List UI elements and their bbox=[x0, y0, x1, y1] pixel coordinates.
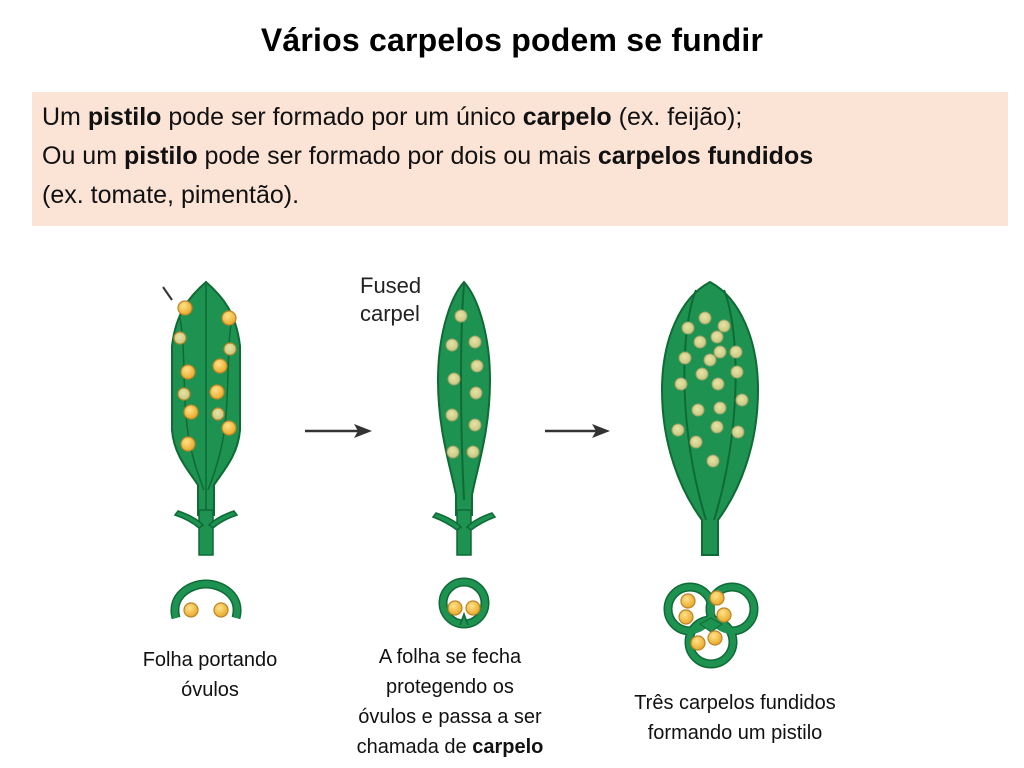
info-line-3: (ex. tomate, pimentão). bbox=[42, 181, 300, 209]
pistil-body bbox=[660, 280, 760, 556]
text: (ex. feijão); bbox=[611, 103, 743, 131]
page-title: Vários carpelos podem se fundir bbox=[260, 22, 764, 58]
pistil-cross-section bbox=[663, 582, 759, 669]
single-carpel bbox=[431, 280, 497, 629]
fused-carpel-label: Fused carpel bbox=[360, 272, 421, 328]
stem bbox=[198, 509, 214, 556]
info-line-1: Um pistilo pode ser formado por um único… bbox=[42, 98, 998, 137]
arrow-right-icon bbox=[305, 424, 372, 438]
text: Um bbox=[42, 103, 88, 131]
caption-line: óvulos bbox=[181, 679, 239, 701]
term-carpelo: carpelo bbox=[522, 103, 612, 131]
text: chamada de bbox=[356, 736, 473, 758]
caption-line: Três carpelos fundidos bbox=[634, 692, 836, 714]
caption-line: Folha portando bbox=[142, 649, 278, 671]
label-line: Fused bbox=[360, 273, 422, 298]
caption-leaf: Folha portando óvulos bbox=[115, 645, 305, 705]
caption-line: chamada de carpelo bbox=[330, 732, 570, 762]
open-leaf-carpel bbox=[162, 280, 242, 620]
term-pistilo: pistilo bbox=[123, 142, 198, 170]
caption-line: formando um pistilo bbox=[647, 722, 823, 744]
caption-carpel: A folha se fecha protegendo os óvulos e … bbox=[330, 642, 570, 762]
term-carpelo: carpelo bbox=[472, 736, 544, 758]
text: pode ser formado por dois ou mais bbox=[197, 142, 598, 170]
info-box: Um pistilo pode ser formado por um único… bbox=[32, 92, 1008, 226]
text: pode ser formado por um único bbox=[161, 103, 523, 131]
term-carpelos-fundidos: carpelos fundidos bbox=[597, 142, 814, 170]
info-line-2: Ou um pistilo pode ser formado por dois … bbox=[42, 137, 998, 176]
text: Ou um bbox=[42, 142, 124, 170]
ovules bbox=[445, 309, 484, 459]
caption-line: óvulos e passa a ser bbox=[358, 706, 542, 728]
ovules bbox=[173, 300, 237, 452]
label-line: carpel bbox=[360, 301, 420, 326]
term-pistilo: pistilo bbox=[87, 103, 162, 131]
stem bbox=[456, 509, 472, 556]
fused-pistil bbox=[660, 280, 760, 669]
caption-line: protegendo os bbox=[386, 676, 514, 698]
open-leaf-cross-section bbox=[170, 579, 242, 620]
ovules bbox=[671, 311, 749, 468]
caption-pistil: Três carpelos fundidos formando um pisti… bbox=[595, 688, 875, 748]
arrow-right-icon bbox=[545, 424, 610, 438]
pointer-line bbox=[162, 286, 173, 301]
caption-line: A folha se fecha bbox=[378, 646, 522, 668]
carpel-cross-section bbox=[438, 577, 490, 629]
